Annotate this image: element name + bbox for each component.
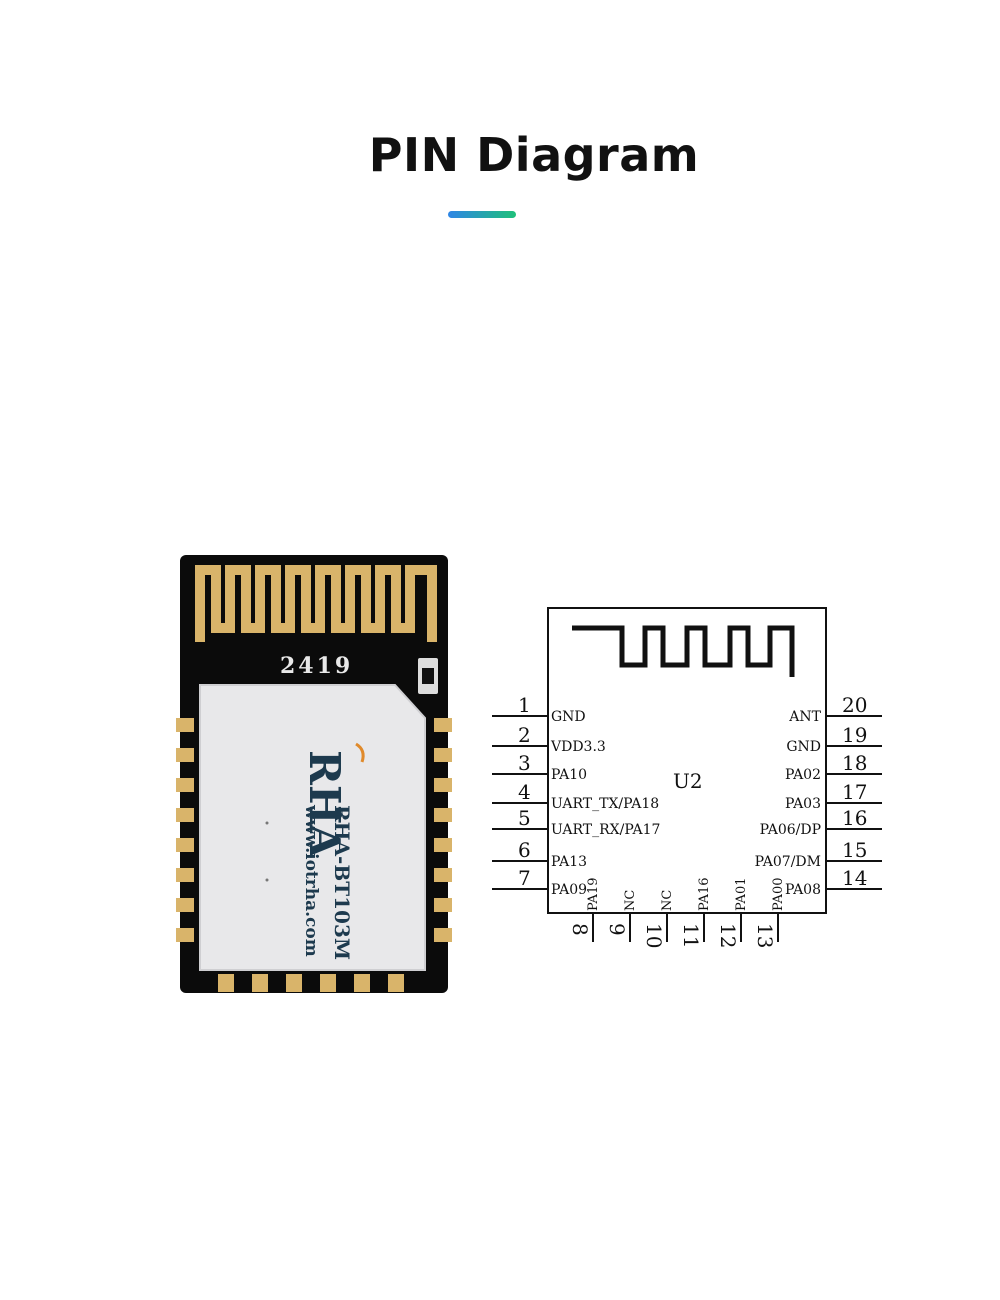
pin-name: PA09 [551,882,587,898]
module-model: RHA-BT103M [330,805,354,960]
pin-name: PA03 [785,796,821,812]
pin-name: ANT [788,709,821,725]
pin-number: 9 [605,923,629,936]
pin-number: 10 [642,923,666,948]
pin-number: 7 [518,866,531,890]
pin-name: UART_TX/PA18 [551,796,659,812]
left-pads [176,718,194,942]
pin-number: 5 [518,806,531,830]
pin-name: PA01 [734,878,749,911]
pin-name: PA06/DP [760,822,821,838]
ic-outline [547,607,827,914]
pcb-antenna [195,565,437,642]
pcb-component-body [422,668,434,684]
pin-name: NC [660,890,675,911]
antenna-symbol [572,625,795,677]
silk-code: 2419 [280,653,353,679]
pin-name: PA00 [771,878,786,911]
pin-number: 13 [753,923,777,948]
pin-name: VDD3.3 [550,739,606,755]
module-website: www.iotrha.com [301,804,321,957]
pin-number: 19 [842,723,867,747]
pin-number: 20 [842,693,867,717]
pin-number: 15 [842,838,867,862]
pin-name: PA19 [586,878,601,911]
pin-number: 8 [568,923,592,936]
pin-number: 1 [518,693,531,717]
pin-name: PA16 [697,878,712,911]
pin-number: 16 [842,806,867,830]
right-pads [434,718,452,942]
brand-logo: RHA [300,750,349,859]
pin-number: 11 [679,923,703,948]
pin-name: PA13 [551,854,587,870]
pin-number: 6 [518,838,531,862]
pin-number: 12 [716,923,740,948]
pin-name: PA10 [551,767,587,783]
page-title: PIN Diagram [368,128,700,182]
pin-name: UART_RX/PA17 [551,822,660,838]
title-underline [448,211,516,218]
pin-name: GND [786,739,821,755]
pin-number: 4 [518,780,531,804]
pin-name: GND [551,709,586,725]
ic-ref: U2 [673,769,703,793]
bottom-pads [218,974,404,992]
pin-name: PA02 [785,767,821,783]
rf-shield [199,684,426,971]
shield-dot [265,878,269,882]
brand-logo-mark [355,742,365,763]
pin-number: 17 [842,780,867,804]
pin-name: PA07/DM [755,854,821,870]
pin-name: NC [623,890,638,911]
pin-name: PA08 [785,882,821,898]
pin-number: 3 [518,751,531,775]
module-illustration: 2419 RHA RHA-BT103M www.iotrha.com [176,555,452,993]
pin-number: 14 [842,866,867,890]
pin-number: 18 [842,751,867,775]
shield-dot [265,821,269,825]
pin-number: 2 [518,723,531,747]
